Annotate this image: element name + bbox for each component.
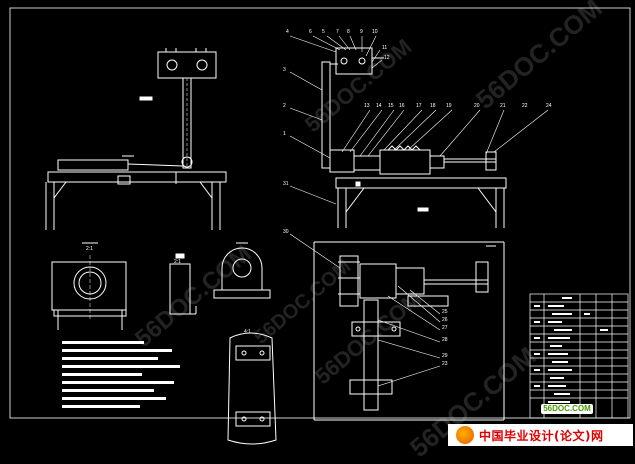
balloon-2: 2 xyxy=(283,103,286,109)
balloon-17: 17 xyxy=(416,103,422,109)
globe-logo-icon xyxy=(456,426,474,444)
balloon-22: 22 xyxy=(522,103,528,109)
balloon-18: 18 xyxy=(430,103,436,109)
parts-list-table xyxy=(529,293,629,419)
plan-view xyxy=(313,241,505,421)
detail-view xyxy=(227,332,277,445)
balloon-14: 14 xyxy=(376,103,382,109)
balloon-29: 29 xyxy=(442,353,448,359)
balloon-1: 1 xyxy=(283,131,286,137)
leader-lines xyxy=(289,35,549,387)
balloon-8: 8 xyxy=(347,29,350,35)
footer-banner: 中国毕业设计(论文)网 xyxy=(448,424,633,446)
section-label-b: 2:1 xyxy=(174,259,181,265)
cad-drawing xyxy=(9,7,631,445)
balloon-30: 30 xyxy=(283,229,289,235)
left-stand-view xyxy=(45,48,227,230)
balloon-21: 21 xyxy=(500,103,506,109)
balloon-7: 7 xyxy=(336,29,339,35)
balloon-26: 26 xyxy=(442,317,448,323)
balloon-16: 16 xyxy=(399,103,405,109)
balloon-11: 11 xyxy=(382,45,388,51)
balloon-12: 12 xyxy=(384,55,390,61)
technical-notes-block xyxy=(62,341,180,408)
site-badge: 56DOC.COM xyxy=(541,404,593,414)
balloon-9: 9 xyxy=(360,29,363,35)
sheet-border xyxy=(9,7,631,419)
balloon-6: 6 xyxy=(309,29,312,35)
balloon-24: 24 xyxy=(546,103,552,109)
main-assembly-elevation xyxy=(321,47,507,228)
section-label-c: 4:1 xyxy=(244,329,251,335)
balloon-31: 31 xyxy=(283,181,289,187)
balloon-13: 13 xyxy=(364,103,370,109)
balloon-5: 5 xyxy=(322,29,325,35)
bearing-block-section xyxy=(213,242,271,299)
balloon-15: 15 xyxy=(388,103,394,109)
balloon-27: 27 xyxy=(442,325,448,331)
footer-site-name: 中国毕业设计(论文)网 xyxy=(479,428,604,443)
bearing-housing-section xyxy=(51,242,127,330)
bracket-l-section xyxy=(169,253,197,315)
balloon-10: 10 xyxy=(372,29,378,35)
balloon-19: 19 xyxy=(446,103,452,109)
balloon-25: 25 xyxy=(442,309,448,315)
balloon-3: 3 xyxy=(283,67,286,73)
parts-list-cell-fill xyxy=(534,297,608,403)
balloon-23: 23 xyxy=(442,361,448,367)
balloon-4: 4 xyxy=(286,29,289,35)
section-label-a: 2:1 xyxy=(86,246,93,252)
balloon-20: 20 xyxy=(474,103,480,109)
balloon-28: 28 xyxy=(442,337,448,343)
